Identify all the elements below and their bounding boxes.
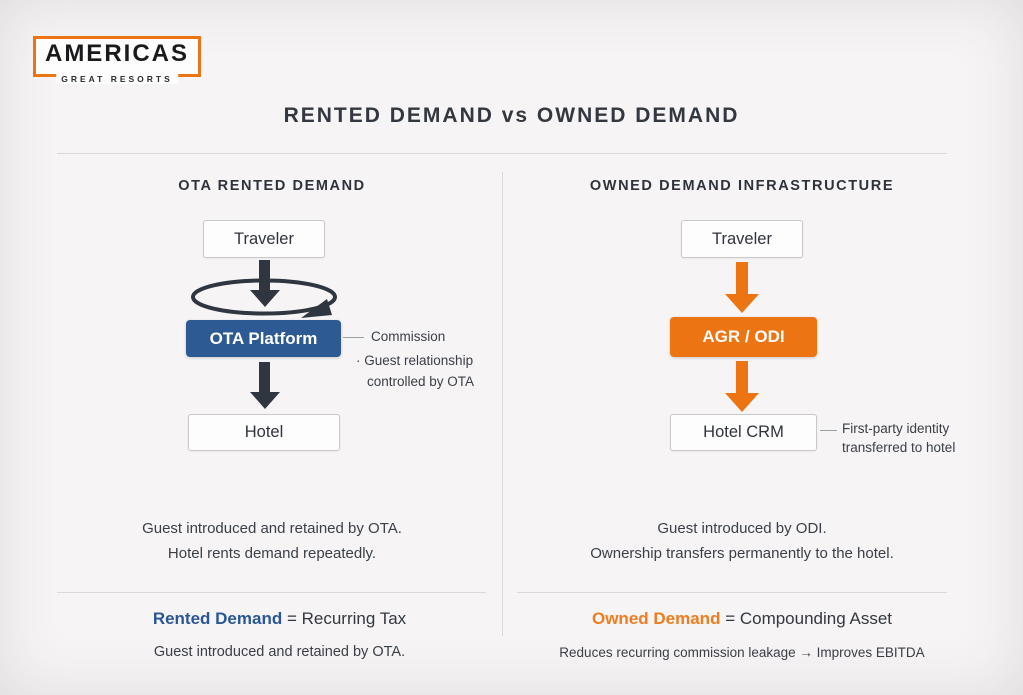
commission-label: Commission <box>371 329 446 344</box>
right-arrow-1-shaft <box>736 262 748 294</box>
brand-logo: AMERICAS GREAT RESORTS <box>33 36 201 84</box>
column-divider <box>502 172 503 636</box>
rented-demand-equals: = Recurring Tax <box>286 609 407 628</box>
left-node-traveler: Traveler <box>203 220 325 258</box>
left-arrow-1-shaft <box>259 260 270 290</box>
left-conclusion: Rented Demand = Recurring Tax <box>57 609 502 629</box>
right-summary-line2: Ownership transfers permanently to the h… <box>590 545 894 562</box>
right-arrow-2-shaft <box>736 361 748 393</box>
brand-logo-name: AMERICAS <box>33 36 201 77</box>
first-party-line2: transferred to hotel <box>842 440 956 455</box>
first-party-connector-line <box>820 430 837 431</box>
bullet-dot-icon: · <box>356 353 361 368</box>
ota-relationship-line1: · Guest relationship <box>356 353 474 368</box>
first-party-callout: First-party identity transferred to hote… <box>842 419 955 457</box>
right-node-hotel-crm: Hotel CRM <box>670 414 817 451</box>
right-node-agr-odi: AGR / ODI <box>670 317 817 357</box>
ota-relationship-callout: · Guest relationship controlled by OTA <box>356 350 496 392</box>
right-column-header: OWNED DEMAND INFRASTRUCTURE <box>589 178 895 194</box>
right-footer-divider <box>517 592 947 593</box>
left-summary-line1: Guest introduced and retained by OTA. <box>142 520 402 537</box>
right-node-traveler: Traveler <box>681 220 803 258</box>
right-conclusion: Owned Demand = Compounding Asset <box>527 609 957 629</box>
first-party-line1: First-party identity <box>842 421 950 436</box>
ota-relationship-line2: controlled by OTA <box>367 374 475 389</box>
owned-demand-equals: = Compounding Asset <box>725 609 892 628</box>
rented-demand-term: Rented Demand <box>152 609 283 628</box>
left-arrow-2-shaft <box>259 362 270 392</box>
left-summary: Guest introduced and retained by OTA. Ho… <box>57 520 487 562</box>
right-arrow-1-head <box>725 294 759 313</box>
left-node-ota-platform: OTA Platform <box>186 320 341 357</box>
brand-logo-tagline: GREAT RESORTS <box>56 74 178 84</box>
title-divider <box>57 153 947 154</box>
right-conclusion-note: Reduces recurring commission leakage → I… <box>559 645 925 660</box>
right-summary-line1: Guest introduced by ODI. <box>657 520 827 537</box>
left-summary-line2: Hotel rents demand repeatedly. <box>167 545 377 562</box>
commission-connector-line <box>343 337 364 338</box>
right-summary: Guest introduced by ODI. Ownership trans… <box>527 520 957 562</box>
left-arrow-1-head <box>250 290 280 307</box>
page-title: RENTED DEMAND vs OWNED DEMAND <box>283 104 740 127</box>
left-footer-divider <box>57 592 486 593</box>
left-node-hotel: Hotel <box>188 414 340 451</box>
left-conclusion-note: Guest introduced and retained by OTA. <box>153 644 406 660</box>
owned-demand-term: Owned Demand <box>591 609 721 628</box>
left-column-header: OTA RENTED DEMAND <box>178 178 366 194</box>
right-arrow-2-head <box>725 393 759 412</box>
left-arrow-2-head <box>250 392 280 409</box>
